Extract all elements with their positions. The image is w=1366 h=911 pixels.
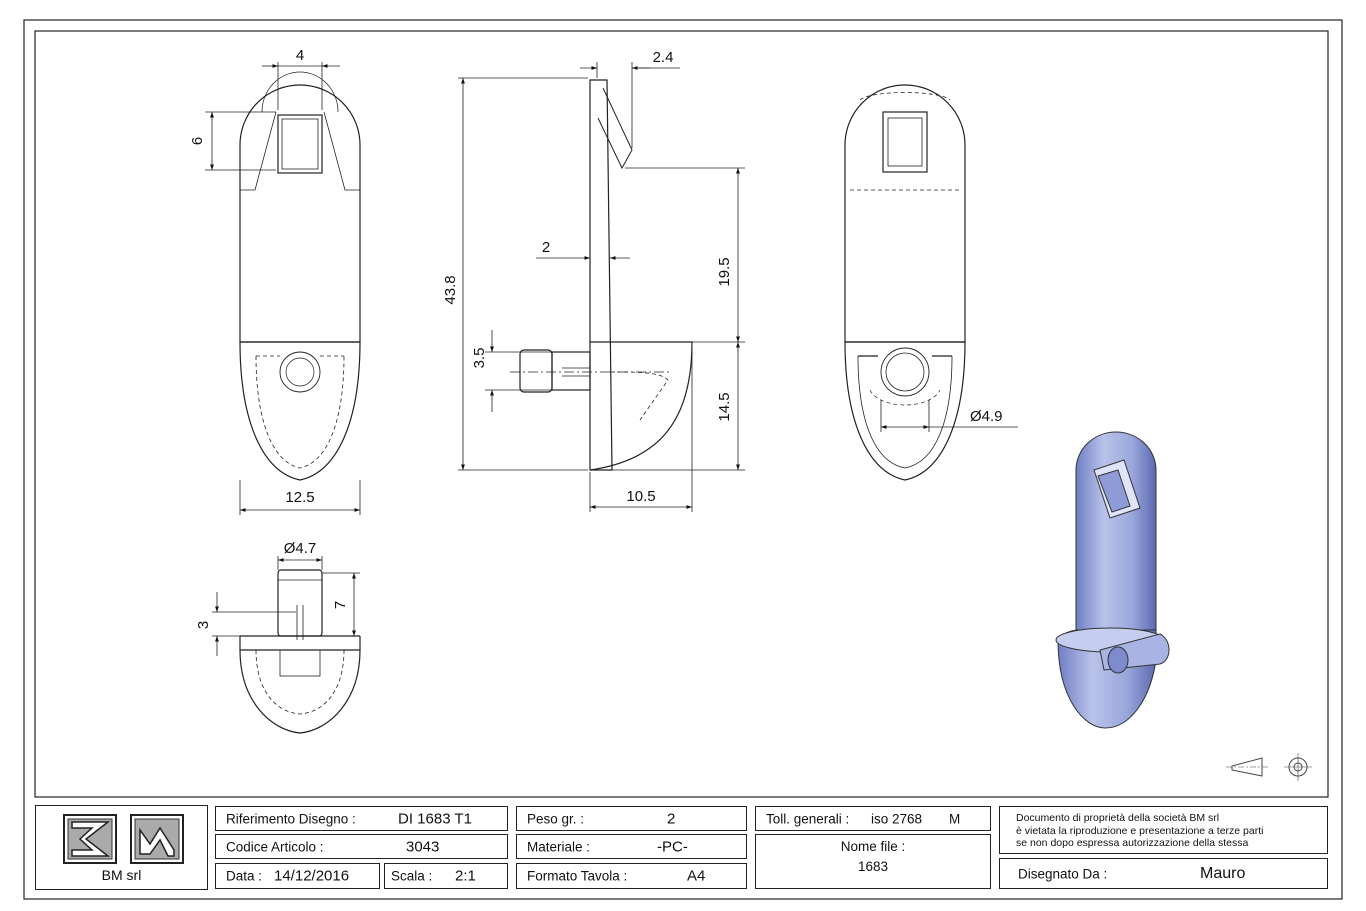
filename-value: 1683 [857, 859, 889, 874]
format-value: A4 [687, 867, 706, 885]
side-view [510, 79, 693, 471]
tolerance-cell: Toll. generali : iso 2768 M [755, 806, 991, 831]
drawing-ref-value: DI 1683 T1 [398, 810, 472, 827]
scale-value: 2:1 [455, 867, 476, 885]
bottom-view [239, 569, 361, 734]
dim-wall-thickness: 2 [542, 239, 550, 256]
tolerance-class: M [949, 811, 961, 826]
dim-top-thickness: 2.4 [653, 49, 674, 66]
date-cell: Data : 14/12/2016 [215, 863, 380, 889]
rear-view [844, 84, 966, 481]
notice-line-3: se non dopo espressa autorizzazione dell… [1016, 837, 1249, 849]
tolerance-label: Toll. generali : [766, 811, 850, 826]
dim-slot-height: 6 [189, 137, 206, 145]
drawn-by-value: Mauro [1200, 864, 1246, 882]
bm-logo-icon [63, 814, 184, 864]
weight-cell: Peso gr. : 2 [516, 806, 747, 831]
tolerance-value: iso 2768 [871, 811, 923, 826]
company-name: BM srl [101, 867, 142, 883]
drawing-ref-label: Riferimento Disegno : [226, 811, 356, 826]
material-cell: Materiale : -PC- [516, 834, 747, 859]
article-value: 3043 [406, 838, 440, 855]
dim-lower-height: 14.5 [716, 392, 733, 421]
notice-cell: Documento di proprietà della società BM … [999, 806, 1328, 854]
notice-line-2: è vietata la riproduzione e presentazion… [1016, 824, 1264, 837]
filename-cell: Nome file : 1683 [755, 834, 991, 889]
notice-line-1: Documento di proprietà della società BM … [1016, 812, 1220, 824]
isometric-view [1055, 431, 1170, 729]
filename-label: Nome file : [840, 839, 906, 854]
dim-pin-length: 7 [332, 601, 349, 609]
material-value: -PC- [657, 838, 688, 855]
dim-pin-small: 3 [195, 621, 212, 629]
dim-pin-diameter-side: 3.5 [471, 348, 488, 369]
dim-width: 12.5 [285, 489, 314, 506]
drawn-by-label: Disegnato Da : [1018, 866, 1108, 881]
article-label: Codice Articolo : [226, 839, 324, 854]
front-view [239, 71, 361, 481]
projection-symbol-icon [1226, 753, 1312, 781]
drawn-by-cell: Disegnato Da : Mauro [999, 858, 1328, 889]
dimension-lines [205, 62, 1018, 656]
weight-value: 2 [667, 810, 676, 827]
dim-upper-height: 19.5 [716, 257, 733, 286]
drawing-ref-cell: Riferimento Disegno : DI 1683 T1 [215, 806, 508, 831]
dim-depth: 10.5 [626, 488, 655, 505]
scale-cell: Scala : 2:1 [384, 863, 508, 889]
dim-hole-diameter: Ø4.9 [970, 408, 1003, 425]
drawing-frame [34, 30, 1329, 798]
logo-box: BM srl [35, 805, 208, 890]
material-label: Materiale : [527, 839, 591, 854]
date-value: 14/12/2016 [274, 867, 350, 885]
format-cell: Formato Tavola : A4 [516, 863, 747, 889]
dimension-labels: 4 6 12.5 43.8 2.4 2 19.5 3.5 14.5 10.5 Ø… [189, 47, 1003, 629]
weight-label: Peso gr. : [527, 811, 585, 826]
dim-slot-width: 4 [296, 47, 304, 64]
format-label: Formato Tavola : [527, 868, 628, 884]
article-cell: Codice Articolo : 3043 [215, 834, 508, 859]
scale-label: Scala : [391, 868, 433, 884]
dim-pin-diameter: Ø4.7 [284, 540, 317, 557]
date-label: Data : [226, 868, 263, 884]
outer-border [23, 19, 1343, 900]
dim-total-height: 43.8 [442, 275, 459, 304]
